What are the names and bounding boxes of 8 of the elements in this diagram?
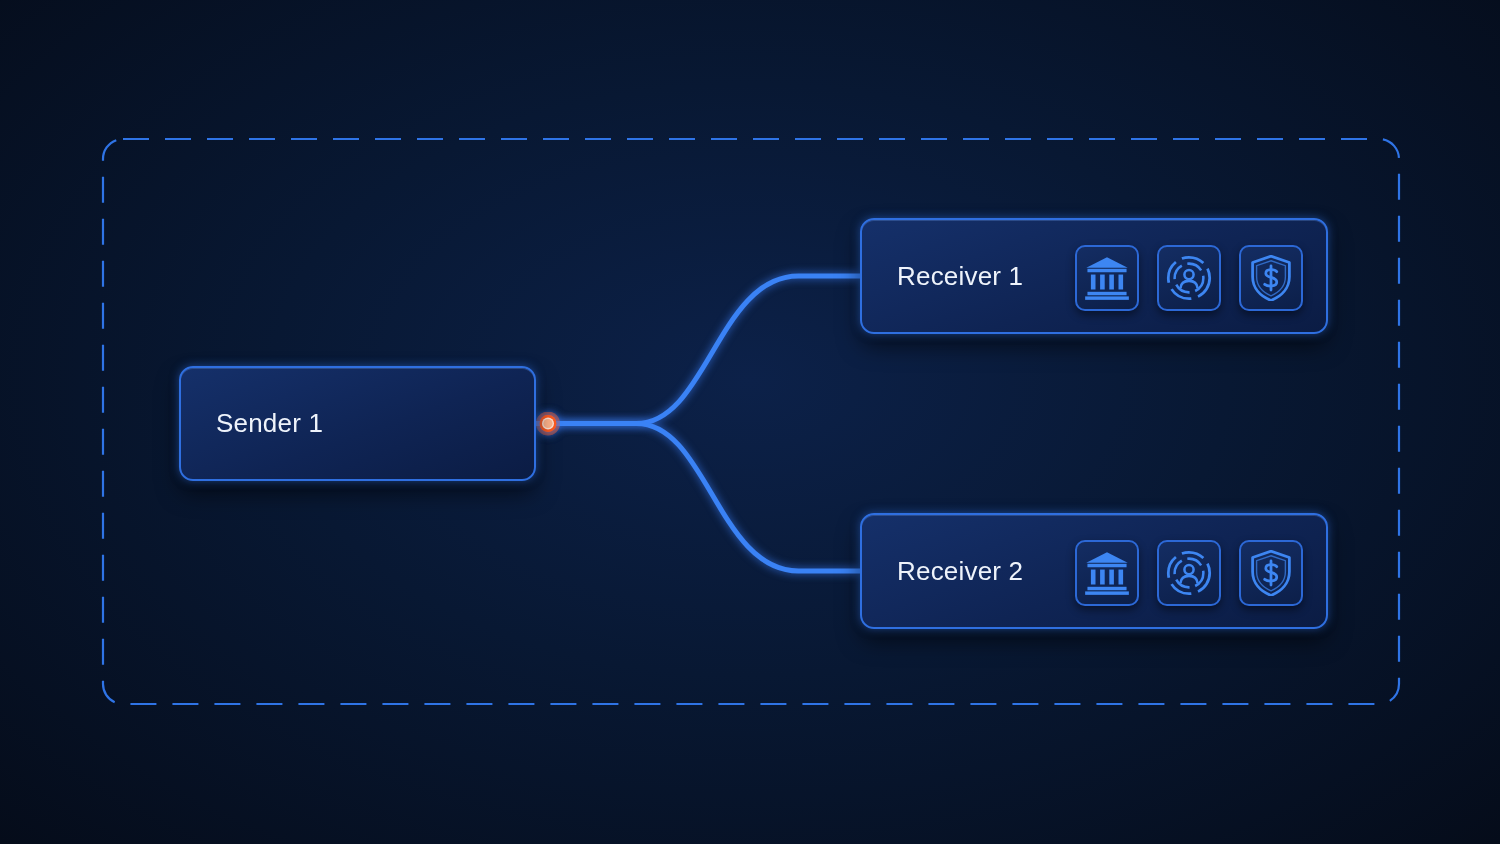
node-label: Receiver 1 [897, 260, 1024, 292]
connector-line [536, 411, 860, 574]
dashed-group-frame [102, 138, 1400, 705]
node-label: Sender 1 [216, 408, 324, 439]
node-card [860, 513, 1328, 629]
node-label: Receiver 2 [897, 555, 1024, 587]
node-card [860, 218, 1328, 334]
node-card [179, 366, 536, 481]
